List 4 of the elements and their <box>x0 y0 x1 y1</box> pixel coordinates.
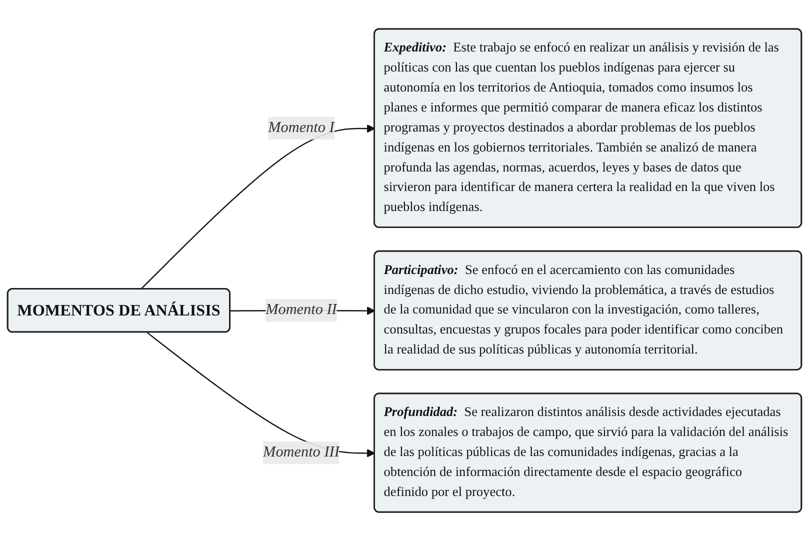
edge-label: Momento I <box>268 120 334 136</box>
arrow <box>140 124 376 290</box>
edge-label: Momento II <box>266 302 337 318</box>
edge-label: Momento III <box>263 444 340 460</box>
